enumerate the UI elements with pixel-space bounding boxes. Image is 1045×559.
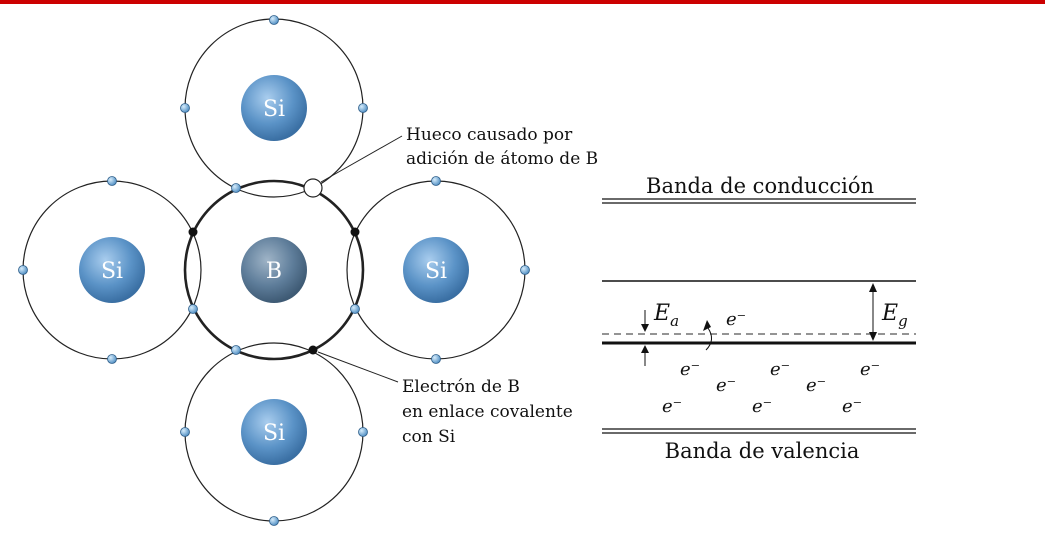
electron [358, 103, 368, 113]
electron-label: e⁻ [752, 396, 772, 417]
ea-subscript: a [670, 312, 679, 330]
atom-si-left [79, 237, 145, 303]
electron-leader-line [317, 351, 399, 383]
atom-cores [79, 75, 469, 465]
electron [231, 183, 241, 193]
electrons: e⁻ e⁻ e⁻ e⁻ e⁻ e⁻ e⁻ e⁻ e⁻ [662, 309, 880, 417]
electron-jump-arrow [705, 327, 712, 351]
valence-electrons [18, 15, 530, 526]
atom-label-center: B [266, 259, 282, 284]
conduction-band-label: Banda de conducción [646, 174, 874, 198]
atom-si-bottom [241, 399, 307, 465]
ea-symbol: Ea [653, 301, 679, 330]
hole-note-line: Hueco causado por [406, 125, 573, 145]
electron [188, 304, 198, 314]
electron [431, 354, 441, 364]
electron [358, 427, 368, 437]
electron [269, 15, 279, 25]
hole-note-line: adición de átomo de B [406, 149, 598, 169]
electron-label: e⁻ [662, 396, 682, 417]
electron [107, 354, 117, 364]
atom-label-top: Si [263, 97, 285, 122]
boron-electron [308, 345, 318, 355]
electron [18, 265, 28, 275]
boron-electron [350, 227, 360, 237]
ea-letter: E [653, 301, 670, 326]
electron-note-line: Electrón de B [402, 377, 520, 397]
band-diagram: Banda de conducción Banda de valencia Ea… [602, 174, 916, 463]
hole-note: Hueco causado por adición de átomo de B [406, 125, 598, 169]
electron-label: e⁻ [806, 375, 826, 396]
eg-subscript: g [898, 312, 908, 330]
electron-label: e⁻ [770, 359, 790, 380]
atom-si-top [241, 75, 307, 141]
hole-marker [303, 178, 323, 198]
electron-note-line: en enlace covalente [402, 402, 573, 422]
eg-symbol: Eg [881, 301, 908, 330]
electron [350, 304, 360, 314]
ea-arrowhead-up [641, 345, 649, 353]
orbit-center [183, 179, 365, 361]
electron [180, 427, 190, 437]
eg-arrowhead-up [869, 283, 877, 292]
atom-b-center [241, 237, 307, 303]
ea-arrowhead-down [641, 324, 649, 332]
valence-band-label: Banda de valencia [665, 439, 860, 463]
boron-electron [188, 227, 198, 237]
electron-note: Electrón de B en enlace covalente con Si [402, 377, 578, 447]
electron-jump-arrowhead [703, 320, 711, 331]
atom-si-right [403, 237, 469, 303]
electron-label: e⁻ [842, 396, 862, 417]
electron-label: e⁻ [716, 375, 736, 396]
atom-label-bottom: Si [263, 421, 285, 446]
electron-label: e⁻ [726, 309, 746, 330]
top-rule [0, 0, 1045, 4]
electron-label: e⁻ [860, 359, 880, 380]
electron [231, 345, 241, 355]
hole-leader-line [320, 135, 403, 183]
electron [269, 516, 279, 526]
electron [107, 176, 117, 186]
electron [520, 265, 530, 275]
eg-arrowhead-down [869, 332, 877, 341]
atom-label-right: Si [425, 259, 447, 284]
electron [180, 103, 190, 113]
eg-letter: E [881, 301, 898, 326]
boron-electrons [188, 227, 360, 355]
atom-label-left: Si [101, 259, 123, 284]
electron-label: e⁻ [680, 359, 700, 380]
electron-note-line: con Si [402, 427, 456, 447]
electron [431, 176, 441, 186]
